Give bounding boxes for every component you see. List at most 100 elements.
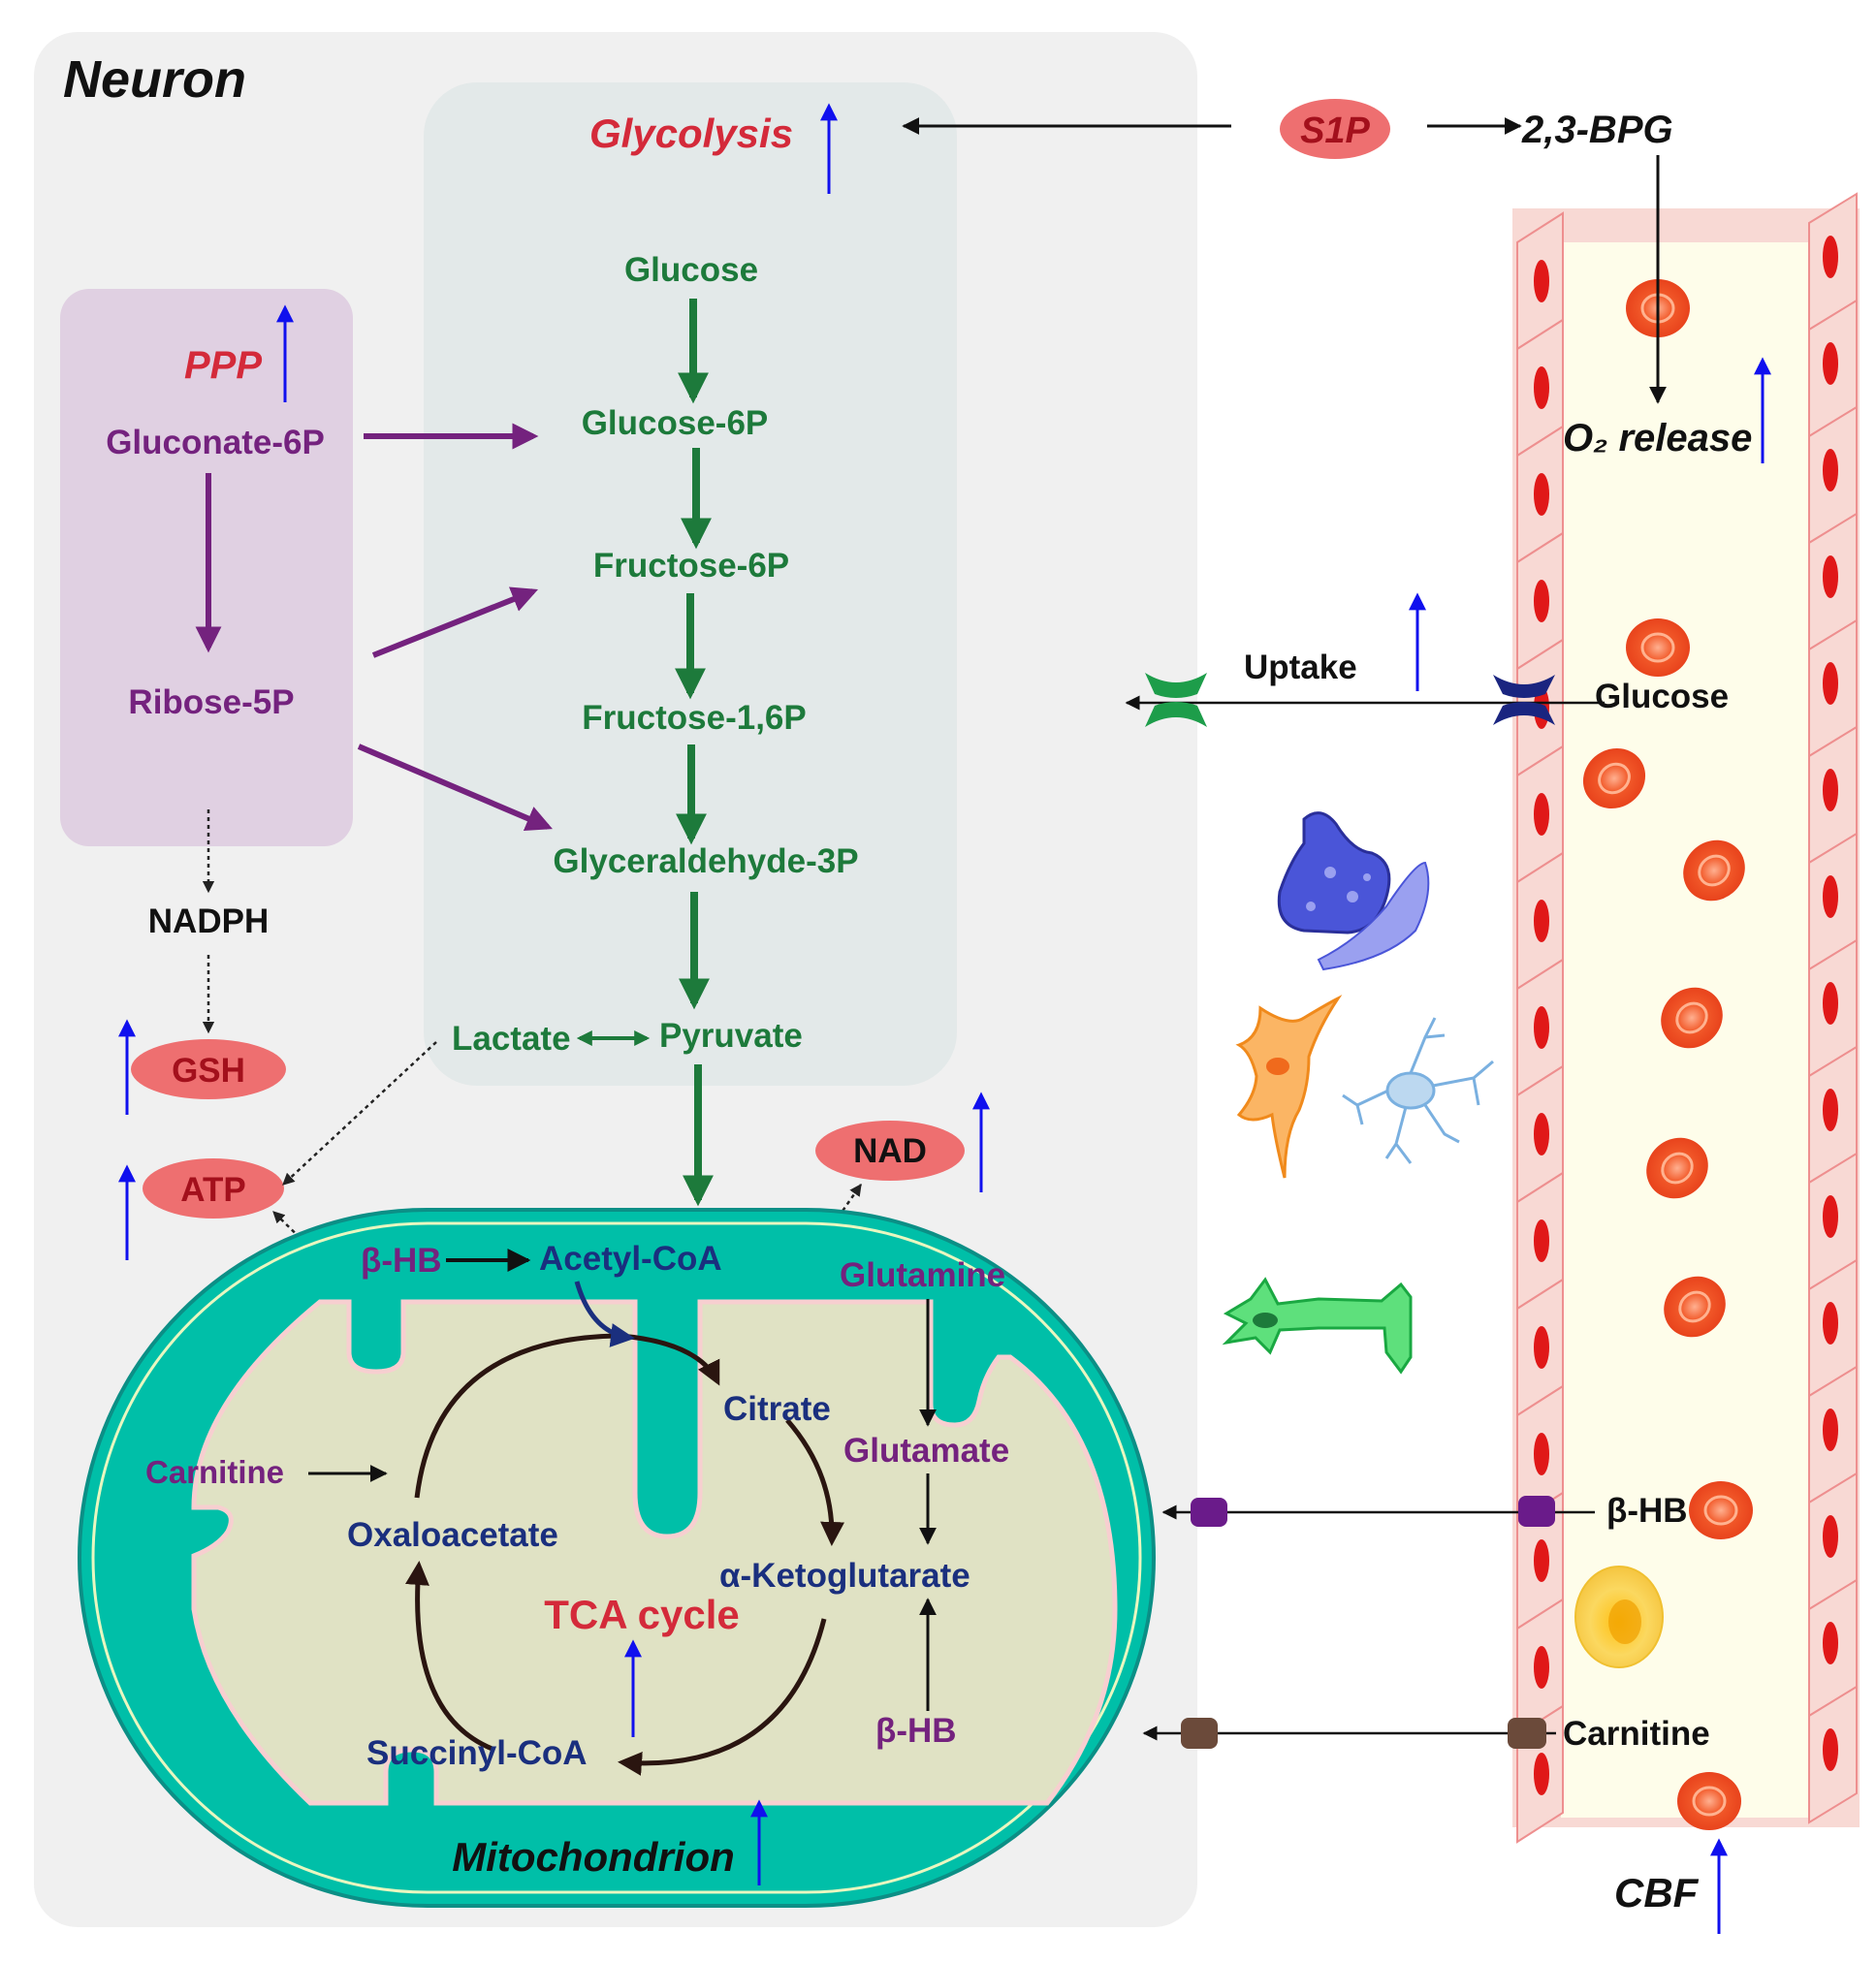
endothelial-nucleus (1534, 1646, 1549, 1689)
fructose-16p-node: Fructose-1,6P (582, 699, 806, 737)
vessel-wall-left (1516, 211, 1564, 1844)
endothelial-nucleus (1823, 875, 1838, 918)
bhb-blood-label: β-HB (1606, 1492, 1688, 1530)
endothelial-nucleus (1534, 1326, 1549, 1369)
bhb-akg-node: β-HB (875, 1712, 957, 1750)
glutamate-node: Glutamate (843, 1432, 1009, 1470)
mitochondrion-cristae-matrix (191, 1299, 1118, 1806)
glut-transporter-vessel-icon (1493, 675, 1555, 725)
ribose-5p-node: Ribose-5P (128, 683, 294, 721)
endothelial-nucleus (1823, 1409, 1838, 1451)
endothelial-nucleus (1823, 1622, 1838, 1664)
red-blood-cell-icon (1646, 1137, 1708, 1199)
microglia-icon (1342, 1017, 1494, 1164)
red-blood-cell-icon (1582, 747, 1646, 809)
o2-release-label: O₂ release (1563, 417, 1752, 459)
endothelial-nucleus (1823, 769, 1838, 811)
bhb-transporter-vessel-icon (1518, 1496, 1555, 1527)
endothelial-nucleus (1534, 1113, 1549, 1156)
bhb-mito-node: β-HB (361, 1242, 442, 1280)
oxaloacetate-node: Oxaloacetate (347, 1516, 558, 1554)
glut-transporter-icon (1145, 673, 1207, 727)
endothelial-nucleus (1823, 1195, 1838, 1238)
synapse-icon (1277, 811, 1430, 971)
endothelial-nucleus (1823, 449, 1838, 491)
endothelial-nucleus (1534, 1753, 1549, 1795)
red-blood-cell-icon (1661, 987, 1723, 1049)
red-blood-cells (1582, 279, 1753, 1830)
tca-cycle-label: TCA cycle (544, 1592, 740, 1637)
glucose-node: Glucose (624, 251, 758, 289)
red-blood-cell-icon (1664, 1276, 1726, 1338)
endothelial-nucleus (1823, 1515, 1838, 1558)
glucose-blood-label: Glucose (1595, 678, 1729, 715)
white-blood-cell-nucleus (1608, 1599, 1641, 1644)
citrate-node: Citrate (723, 1390, 831, 1428)
endothelial-nucleus (1534, 366, 1549, 409)
nad-label: NAD (853, 1132, 927, 1170)
endothelial-nucleus (1823, 555, 1838, 598)
endothelial-nucleus (1534, 900, 1549, 942)
endothelial-nucleus (1823, 1302, 1838, 1345)
s1p-label: S1P (1300, 111, 1370, 151)
acetylcoa-node: Acetyl-CoA (539, 1240, 722, 1278)
fructose-6p-node: Fructose-6P (593, 547, 789, 585)
carnitine-transporter-vessel-icon (1508, 1718, 1546, 1749)
oligodendrocyte-icon (1222, 1277, 1413, 1375)
endothelial-nucleus (1823, 1728, 1838, 1771)
glycolysis-pathway: Glucose Glucose-6P Fructose-6P Fructose-… (452, 251, 859, 1058)
endothelial-nucleus (1823, 1089, 1838, 1131)
endothelial-nucleus (1823, 342, 1838, 385)
red-blood-cell-icon (1626, 618, 1690, 677)
glycolysis-arrows (675, 299, 714, 1207)
carnitine-mito-node: Carnitine (145, 1454, 284, 1490)
pyruvate-node: Pyruvate (659, 1017, 803, 1055)
neuron-title: Neuron (63, 50, 246, 109)
endothelial-nucleus (1823, 236, 1838, 278)
acetylcoa-to-citrate-arrow (574, 1281, 635, 1347)
carnitine-blood-label: Carnitine (1563, 1715, 1710, 1753)
astrocyte-icon (1235, 995, 1343, 1179)
tca-cycle-arrows (404, 1333, 845, 1776)
endothelial-nucleus (1534, 793, 1549, 836)
lactate-node: Lactate (452, 1020, 571, 1058)
mitochondrion-label: Mitochondrion (452, 1834, 735, 1880)
endothelial-nucleus (1534, 1219, 1549, 1262)
endothelial-nucleus (1534, 260, 1549, 302)
mito-to-atp-arrow (272, 1211, 329, 1266)
atp-oval (143, 1158, 284, 1219)
glucose-6p-node: Glucose-6P (582, 404, 769, 442)
tca-metabolites: β-HB Acetyl-CoA Glutamine Citrate Glutam… (145, 1240, 1009, 1772)
endothelial-nucleus (1534, 1006, 1549, 1049)
endothelial-nucleus (1823, 982, 1838, 1025)
glyceraldehyde-3p-node: Glyceraldehyde-3P (553, 842, 858, 880)
s1p-oval (1280, 99, 1390, 159)
endothelial-nucleus (1534, 580, 1549, 622)
carnitine-transporter-icon (1181, 1718, 1218, 1749)
cbf-label: CBF (1614, 1870, 1700, 1916)
nad-oval (815, 1121, 965, 1181)
ppp-title: PPP (184, 344, 262, 387)
bhb-transporter-icon (1191, 1498, 1227, 1527)
glycolysis-title: Glycolysis (589, 111, 793, 156)
endothelial-nucleus (1823, 662, 1838, 705)
bpg-label: 2,3-BPG (1521, 109, 1673, 151)
endothelial-nucleus (1534, 1539, 1549, 1582)
uptake-label: Uptake (1244, 649, 1357, 686)
lactate-to-atp-arrow (282, 1041, 437, 1186)
endothelial-nucleus (1534, 473, 1549, 516)
red-blood-cell-icon (1683, 839, 1745, 902)
mitochondrion (78, 1208, 1156, 1908)
gsh-oval (131, 1039, 286, 1099)
succinylcoa-node: Succinyl-CoA (366, 1734, 588, 1772)
red-blood-cell-icon (1689, 1481, 1753, 1539)
glycolysis-panel (424, 82, 957, 1086)
alpha-ketoglutarate-node: α-Ketoglutarate (719, 1557, 970, 1595)
vessel-wall-right (1808, 192, 1858, 1824)
glutamine-node: Glutamine (840, 1256, 1005, 1294)
blood-vessel (1512, 192, 1860, 1844)
endothelial-nucleus (1534, 1433, 1549, 1475)
atp-label: ATP (180, 1171, 245, 1209)
red-blood-cell-icon (1677, 1772, 1741, 1830)
